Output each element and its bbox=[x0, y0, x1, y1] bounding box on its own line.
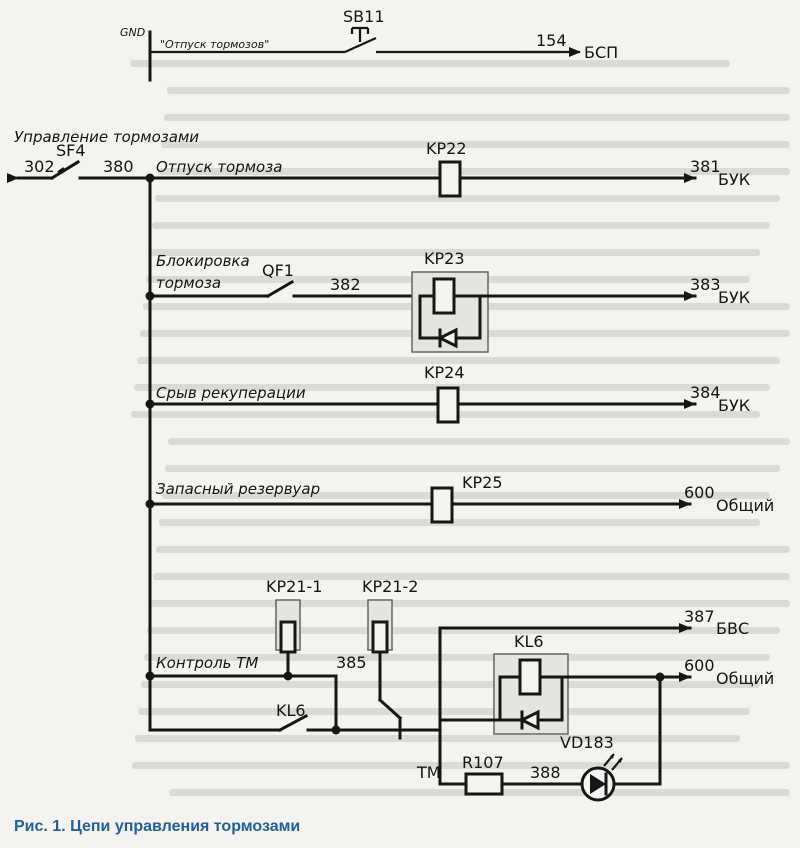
background-text-line bbox=[164, 114, 790, 121]
reserve-dest-label: Общий bbox=[716, 496, 774, 515]
recuperation-label: Срыв рекуперации bbox=[156, 384, 306, 402]
kp22-relay bbox=[438, 160, 462, 198]
kp23-label: KP23 bbox=[424, 249, 465, 268]
release-label: Отпуск тормоза bbox=[156, 158, 282, 176]
sf4-label: SF4 bbox=[56, 141, 86, 160]
kp23-relay bbox=[432, 277, 456, 315]
background-text-line bbox=[156, 546, 790, 553]
background-text-line bbox=[138, 708, 750, 715]
qf1-switch[interactable] bbox=[265, 279, 432, 299]
tm-dest-label: Общий bbox=[716, 669, 774, 688]
bvs-label: БВС bbox=[716, 619, 749, 638]
background-text-line bbox=[168, 438, 790, 445]
wire-600-reserve-label: 600 bbox=[684, 483, 715, 502]
background-text-line bbox=[167, 87, 790, 94]
kl6-contact-label: KL6 bbox=[276, 701, 306, 720]
block-label-2: тормоза bbox=[156, 274, 221, 292]
background-text-line bbox=[150, 600, 790, 607]
background-text-line bbox=[158, 168, 790, 175]
background-text-line bbox=[161, 141, 790, 148]
gnd-label: GND bbox=[120, 26, 145, 39]
reserve-label: Запасный резервуар bbox=[156, 480, 320, 498]
tm-control-section bbox=[145, 599, 692, 802]
bsp-label: БСП bbox=[584, 43, 618, 62]
background-text-line bbox=[132, 762, 790, 769]
kp21-1-contact bbox=[279, 620, 297, 654]
background-text-line bbox=[141, 681, 760, 688]
block-dest-label: БУК bbox=[718, 288, 751, 307]
wire-385-label: 385 bbox=[336, 653, 367, 672]
background-text-line bbox=[162, 492, 770, 499]
kl6-diode bbox=[518, 709, 540, 731]
release-dest-label: БУК bbox=[718, 170, 751, 189]
wire-382-label: 382 bbox=[330, 275, 361, 294]
kp24-label: KP24 bbox=[424, 363, 465, 382]
vd183-led bbox=[580, 753, 623, 802]
gnd-section: GND "Отпуск тормозов" SB11 154 БСП bbox=[120, 7, 618, 82]
release-note-label: "Отпуск тормозов" bbox=[160, 38, 269, 51]
kp25-relay bbox=[430, 486, 454, 524]
tm-control-label: Контроль ТМ bbox=[156, 654, 258, 672]
qf1-label: QF1 bbox=[262, 261, 294, 280]
kp21-2-contact bbox=[371, 620, 389, 654]
wire-388-label: 388 bbox=[530, 763, 561, 782]
background-text-line bbox=[149, 249, 760, 256]
r107-label: R107 bbox=[462, 753, 504, 772]
kp22-label: KP22 bbox=[426, 139, 467, 158]
kp23-diode bbox=[436, 327, 458, 349]
wire-383-label: 383 bbox=[690, 275, 721, 294]
row-release bbox=[145, 160, 697, 198]
tm-label: ТМ bbox=[416, 763, 441, 782]
background-text-line bbox=[144, 654, 770, 661]
r107-resistor bbox=[464, 772, 504, 796]
wire-384-label: 384 bbox=[690, 383, 721, 402]
row-recuperation bbox=[145, 386, 697, 424]
sf4-breaker[interactable] bbox=[7, 159, 152, 183]
background-text-line bbox=[165, 465, 780, 472]
background-text-line bbox=[155, 195, 780, 202]
kl6-relay bbox=[518, 658, 542, 696]
kp24-relay bbox=[436, 386, 460, 424]
wire-380-label: 380 bbox=[103, 157, 134, 176]
vd183-label: VD183 bbox=[560, 733, 614, 752]
block-label-1: Блокировка bbox=[156, 252, 250, 270]
kp21-1-label: KP21-1 bbox=[266, 577, 322, 596]
kl6-self-contact[interactable] bbox=[277, 713, 338, 733]
background-text-line bbox=[159, 519, 760, 526]
wire-154-label: 154 bbox=[536, 31, 567, 50]
wire-600-tm-label: 600 bbox=[684, 656, 715, 675]
background-text-line bbox=[153, 573, 790, 580]
row-reserve bbox=[145, 486, 692, 524]
background-text-line bbox=[152, 222, 770, 229]
background-text-line bbox=[130, 60, 730, 67]
wire-302-label: 302 bbox=[24, 157, 55, 176]
sb11-button[interactable] bbox=[344, 26, 560, 54]
background-text-line bbox=[135, 735, 740, 742]
wire-387-label: 387 bbox=[684, 607, 715, 626]
section-title: Управление тормозами bbox=[14, 128, 199, 146]
recuperation-dest-label: БУК bbox=[718, 396, 751, 415]
wire-381-label: 381 bbox=[690, 157, 721, 176]
kp21-2-label: KP21-2 bbox=[362, 577, 418, 596]
background-text-line bbox=[137, 357, 780, 364]
kl6-relay-label: KL6 bbox=[514, 632, 544, 651]
row-block bbox=[145, 271, 697, 353]
sb11-label: SB11 bbox=[343, 7, 385, 26]
kp25-label: KP25 bbox=[462, 473, 503, 492]
figure-caption: Рис. 1. Цепи управления тормозами bbox=[14, 818, 301, 835]
